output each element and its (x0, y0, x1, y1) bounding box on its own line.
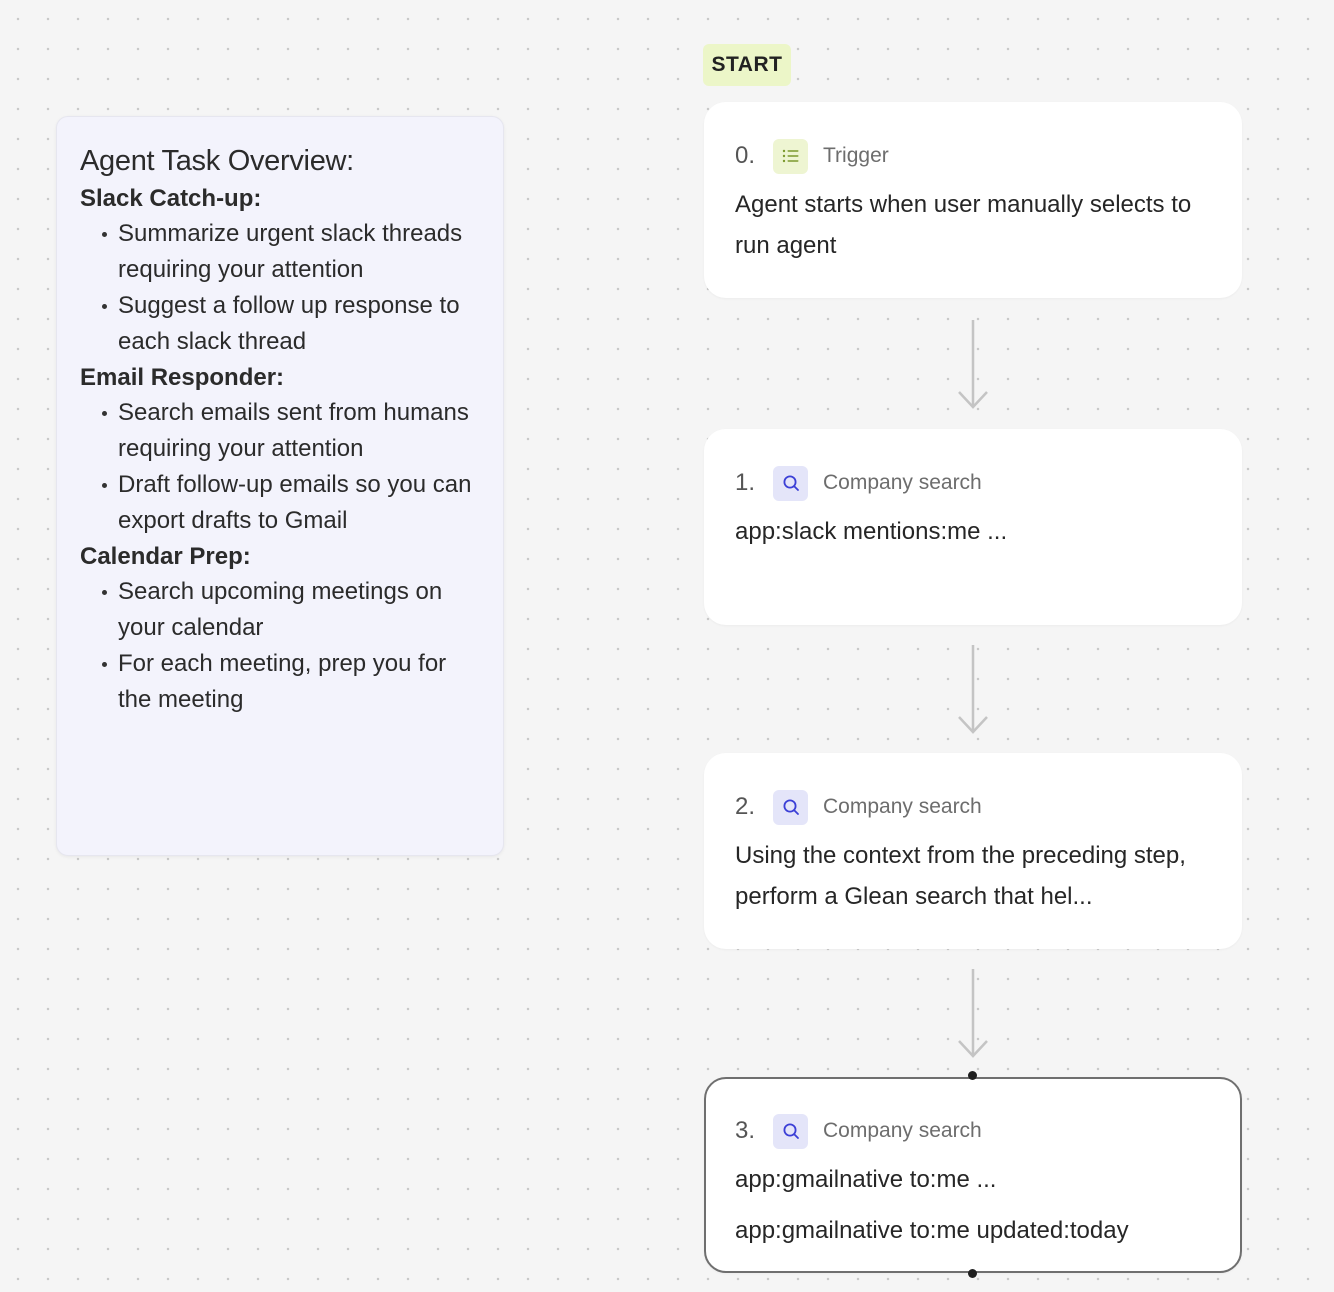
step-number: 0. (735, 142, 756, 169)
step-description: app:slack mentions:me ... (735, 518, 1008, 545)
list-icon (773, 138, 808, 174)
step-label: Company search (823, 795, 982, 818)
note-list-slack: Summarize urgent slack threads requiring… (80, 216, 481, 360)
step-card-search-2[interactable]: 2. Company search Using the context from… (704, 753, 1242, 949)
connection-handle-bottom[interactable] (968, 1269, 977, 1278)
search-icon (773, 789, 808, 825)
start-badge: START (703, 44, 791, 86)
search-icon (773, 1113, 808, 1149)
note-title: Agent Task Overview: (80, 145, 354, 177)
step-card-trigger[interactable]: 0. Trigger Agent starts when user manual… (704, 102, 1242, 298)
step-header: 2. Company search (735, 789, 1212, 825)
list-item: For each meeting, prep you for the meeti… (102, 646, 481, 718)
search-icon (773, 465, 808, 501)
step-number: 2. (735, 793, 756, 820)
list-item: Search upcoming meetings on your calenda… (102, 574, 481, 646)
step-header: 3. Company search (735, 1113, 1212, 1149)
note-heading-slack: Slack Catch-up: (80, 185, 262, 212)
task-overview-note[interactable]: Agent Task Overview: Slack Catch-up: Sum… (56, 116, 504, 856)
step-header: 1. Company search (735, 465, 1212, 501)
list-item: Suggest a follow up response to each sla… (102, 288, 481, 360)
step-description: app:gmailnative to:me ... (735, 1166, 997, 1193)
step-description: Using the context from the preceding ste… (735, 842, 1186, 910)
list-item: Draft follow-up emails so you can export… (102, 467, 481, 539)
note-heading-email: Email Responder: (80, 364, 285, 391)
step-description-secondary: app:gmailnative to:me updated:today (735, 1217, 1129, 1244)
connection-handle-top[interactable] (968, 1071, 977, 1080)
note-list-email: Search emails sent from humans requiring… (80, 395, 481, 539)
step-card-search-3[interactable]: 3. Company search app:gmailnative to:me … (704, 1077, 1242, 1273)
connector-arrow (958, 969, 988, 1058)
connector-arrow (958, 645, 988, 734)
note-heading-calendar: Calendar Prep: (80, 543, 251, 570)
connector-arrow (958, 320, 988, 409)
note-list-calendar: Search upcoming meetings on your calenda… (80, 574, 481, 718)
step-number: 3. (735, 1117, 756, 1144)
step-label: Trigger (823, 144, 889, 167)
step-number: 1. (735, 469, 756, 496)
step-label: Company search (823, 1119, 982, 1142)
step-card-search-1[interactable]: 1. Company search app:slack mentions:me … (704, 429, 1242, 625)
step-description: Agent starts when user manually selects … (735, 191, 1192, 259)
step-header: 0. Trigger (735, 138, 1212, 174)
list-item: Summarize urgent slack threads requiring… (102, 216, 481, 288)
step-label: Company search (823, 471, 982, 494)
list-item: Search emails sent from humans requiring… (102, 395, 481, 467)
